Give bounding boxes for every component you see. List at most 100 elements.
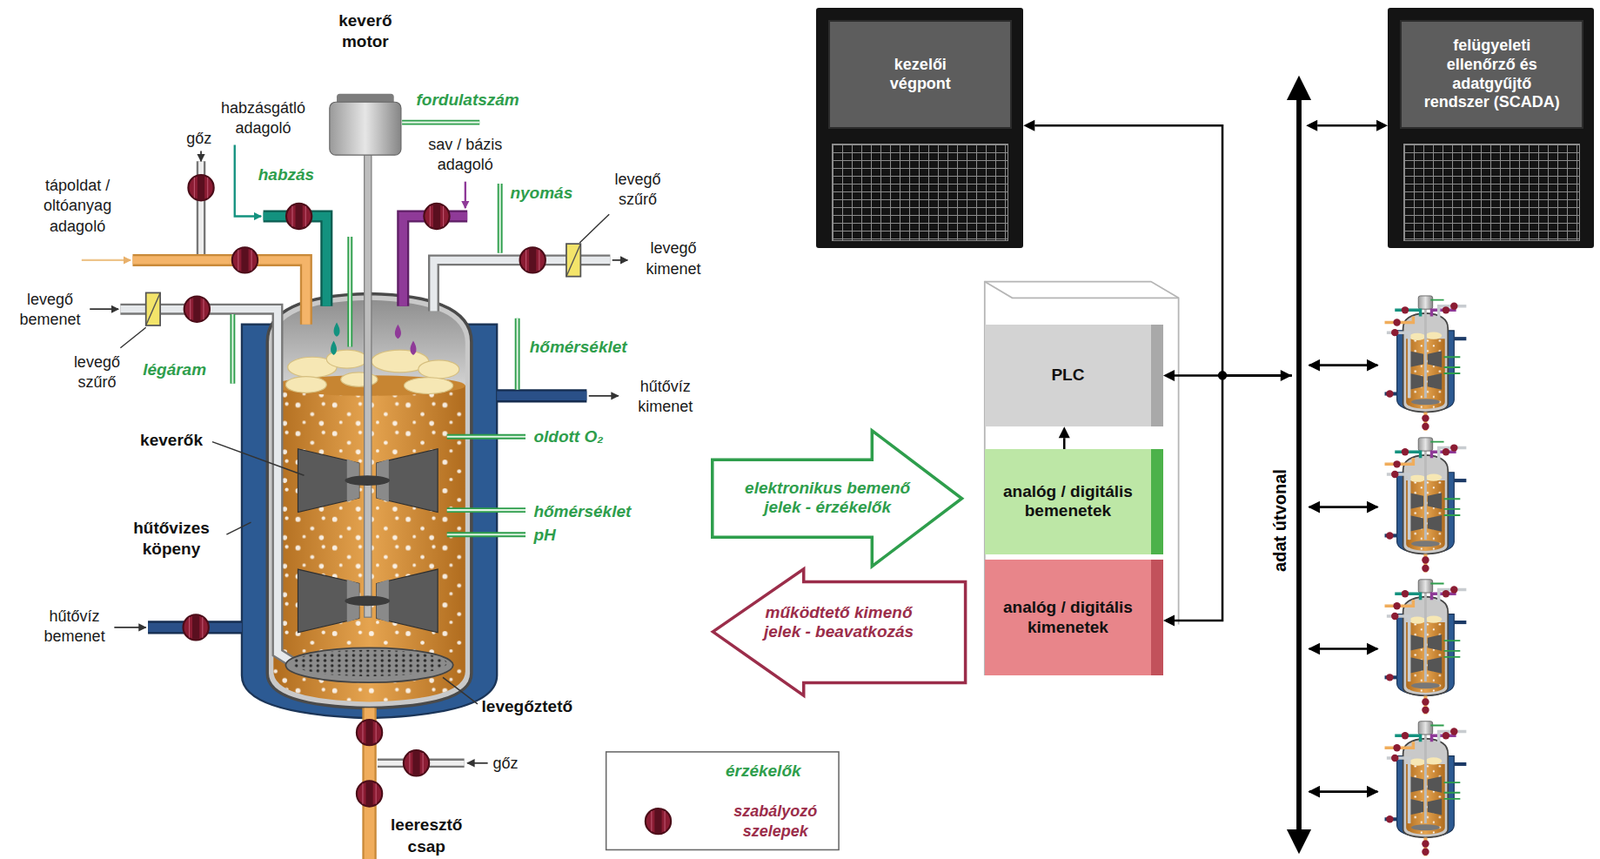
connector [1163,375,1293,627]
arrow-outline [713,569,966,696]
pipes [120,308,294,663]
mini-bioreactors [1385,437,1467,573]
pipes [234,144,262,216]
mini-bioreactors [1385,579,1467,715]
data-bus [1218,75,1379,854]
legend-box [645,808,671,834]
node-text: működtető kimenő jelek - beavatkozás [749,602,929,643]
part-label: hűtővíz kimenet [625,376,706,418]
connector-line [1174,375,1293,621]
connector [1058,426,1071,449]
pipes [467,762,488,764]
part-label: levegőztető [482,696,574,718]
data-bus [1309,505,1379,509]
part-label: habzásgátló adagoló [211,98,316,140]
agitator [344,475,390,486]
node-text: analóg / digitális kimenetek [993,597,1143,638]
part-label: leeresztő csap [378,814,475,857]
control-valves [423,203,449,229]
node-text-group: felügyeleti ellenőrző és adatgyűjtő rend… [1421,36,1563,112]
data-bus-node: adat útvonal [1292,76,1306,852]
sensor-label: fordulatszám [416,89,520,112]
node-text-group: kezelői végpont [872,55,969,94]
agitator [329,101,402,155]
part-label: gőz [492,753,518,774]
data-bus [1309,647,1379,650]
part-label: sav / bázis adagoló [417,134,514,176]
data-bus [1309,789,1379,793]
operator-terminal: kezelői végpont [816,7,1024,248]
control-valves [356,780,382,806]
data-bus [1286,829,1312,854]
monitor-screen: felügyeleti ellenőrző és adatgyűjtő rend… [1399,20,1584,128]
plc-rack [984,281,1179,299]
node-text-group: PLC [993,365,1143,386]
keyboard-grid [831,143,1009,241]
control-valves [146,174,582,807]
droplets [330,321,417,355]
pipes [89,307,119,310]
legend-text: érzékelők [725,760,802,783]
arrow-head [1023,120,1035,132]
arrow-head [1163,369,1175,382]
node-text-group: analóg / digitális kimenetek [993,597,1143,638]
node-text: adat útvonal [1269,468,1291,572]
agitator [344,595,390,607]
control-valves [286,203,312,229]
arrow-head [1305,120,1318,132]
node-text: felügyeleti ellenőrző és adatgyűjtő rend… [1421,36,1563,112]
node-text-group: elektronikus bemenő jelek - érzékelők [738,478,918,519]
control-valves [520,247,546,273]
pipes [612,259,629,262]
mini-bioreactors [1385,295,1467,857]
input-module: analóg / digitális bemenetek [984,448,1164,555]
leader-lines [120,214,610,704]
pipes [496,391,587,402]
reactor-vessel [285,349,459,394]
part-label: hűtővizes köpeny [122,517,221,561]
pipes [263,216,328,307]
data-bus [1309,363,1379,367]
droplets [334,321,341,336]
control-valves [146,292,161,326]
arrow-head [1376,120,1388,132]
arrow-outline [712,429,963,566]
pipes [464,181,467,208]
part-label: levegő szűrő [602,169,673,211]
part-label: levegő kimenet [634,238,713,280]
part-label: gőz [186,128,212,149]
pipes [81,259,131,262]
sensor-label: oldott O₂ [533,426,603,449]
sensor-label: hőmérséklet [533,501,631,523]
data-bus [1286,75,1312,101]
sensor-probes [232,122,697,770]
part-label: tápoldat / oltóanyag adagoló [29,175,126,237]
node-text: PLC [993,365,1143,386]
sensor-label: pH [533,524,556,547]
control-valves [403,749,429,776]
pipes [263,216,328,307]
agitator [364,153,372,617]
part-label: levegő bemenet [10,289,89,331]
reactor-vessel [418,360,460,379]
connector [1305,120,1388,132]
reactor-vessel [341,372,378,387]
keyboard-grid [1403,143,1580,241]
sensor-label: habzás [258,164,315,187]
arrow-head [1163,615,1175,627]
part-label: hűtővíz bemenet [35,606,114,648]
agitator [285,647,453,683]
pipes [589,394,619,397]
control-valves [187,174,214,201]
control-valves [183,614,209,640]
droplets [409,341,416,355]
monitor-screen: kezelői végpont [828,20,1012,128]
leader-lines [212,441,305,476]
droplets [330,341,337,355]
connector-line [1063,437,1066,449]
reactor-vessel [403,377,453,395]
control-valves [184,296,210,322]
pipes [81,144,628,859]
leader-lines [226,522,251,535]
